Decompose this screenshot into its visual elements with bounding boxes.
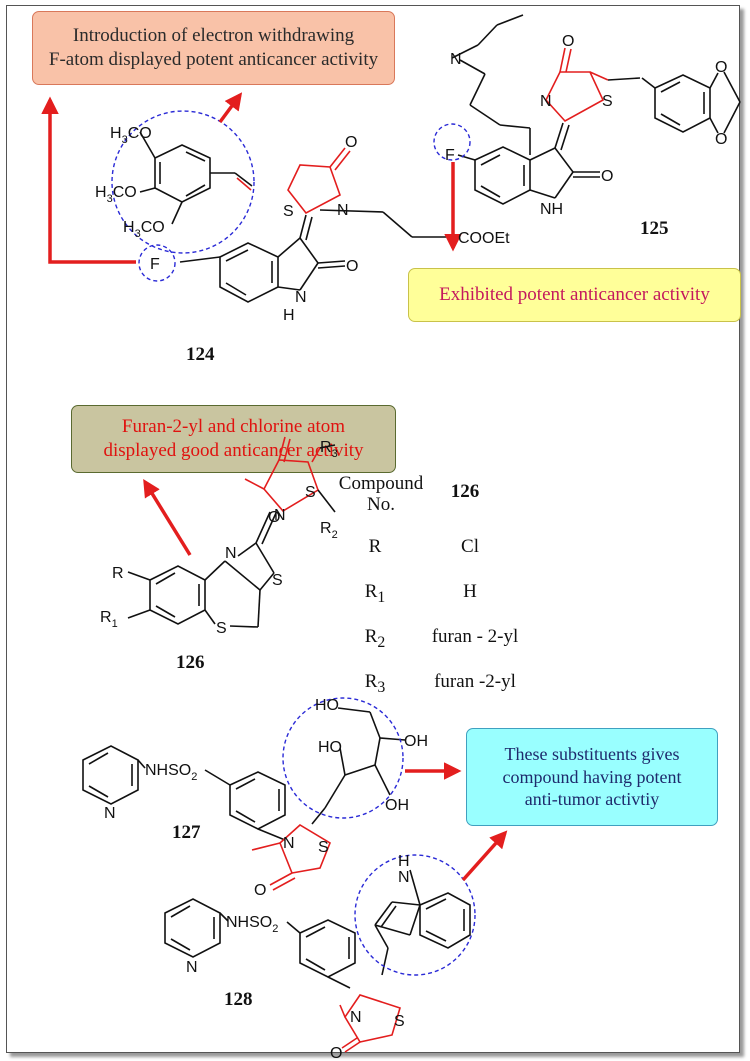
compound-126-structure	[127, 511, 277, 628]
label-127-oh-1: OH	[404, 733, 428, 750]
label-127-ho-1: HO	[315, 697, 339, 714]
label-126-oxo-oxygen: O	[268, 509, 280, 526]
label-126-ring-n: N	[274, 507, 286, 524]
compound-number-128: 128	[224, 989, 253, 1010]
dashed-circle-128-indole	[354, 854, 476, 976]
label-125-nitrogen: N	[540, 93, 552, 110]
compound-number-124: 124	[186, 344, 215, 365]
label-125-lactam-oxygen: O	[601, 168, 613, 185]
table-header-label: Compound No.	[338, 473, 424, 515]
arrow-124-fluoro-to-callout	[41, 96, 136, 264]
arrow-128-to-callout	[461, 830, 508, 882]
label-126-r: R	[112, 565, 124, 582]
dashed-circle-124-fluoro	[138, 244, 176, 282]
label-126-r2: R2	[320, 520, 338, 541]
label-124-fluorine: F	[150, 256, 160, 273]
compound-125-structure	[451, 14, 741, 205]
table-row-r-value: Cl	[461, 536, 479, 557]
label-127-nitrogen: N	[283, 835, 295, 852]
label-126-thiazole-s: S	[272, 572, 283, 589]
label-125-fluorine: F	[445, 147, 455, 164]
compound-124-thiazolidinone	[287, 147, 351, 215]
compound-125-thiazolidinone	[545, 47, 609, 123]
label-127-ho-2: HO	[318, 739, 342, 756]
compound-127-structure	[82, 707, 406, 841]
dashed-circle-124-methoxy	[111, 110, 255, 254]
compound-128-thiazolidinone	[339, 994, 401, 1053]
compound-128-structure	[164, 869, 471, 989]
compound-number-127: 127	[172, 822, 201, 843]
dashed-circle-125-fluoro	[433, 123, 471, 161]
label-124-nh: N	[295, 289, 307, 306]
label-124-nh-h: H	[283, 307, 295, 324]
label-125-oxo-oxygen: O	[562, 33, 574, 50]
label-128-indole-n: N	[398, 869, 410, 886]
table-row-r2-value: furan - 2-yl	[431, 626, 519, 647]
label-127-oxo-oxygen: O	[254, 882, 266, 899]
label-124-nitrogen: N	[337, 202, 349, 219]
label-126-r3: R3	[320, 439, 338, 460]
label-127-oh-2: OH	[385, 797, 409, 814]
figure-frame	[6, 5, 740, 1053]
callout-electron-withdrawing: Introduction of electron withdrawing F-a…	[32, 11, 395, 85]
compound-124-structure	[139, 131, 458, 303]
label-127-sulfur: S	[318, 839, 329, 856]
label-124-lactam-oxygen: O	[346, 258, 358, 275]
label-125-sulfur: S	[602, 93, 613, 110]
table-row-r1-symbol: R1	[364, 581, 386, 606]
label-128-nhso2: NHSO2	[226, 914, 278, 935]
label-124-h3co-3: H3CO	[123, 219, 165, 240]
label-126-ring-sulfur: S	[305, 484, 316, 501]
label-126-r1: R1	[100, 609, 118, 630]
callout-substituents: These substituents gives compound having…	[466, 728, 718, 826]
label-127-pyridine-n: N	[104, 805, 116, 822]
label-128-pyridine-n: N	[186, 959, 198, 976]
label-128-indole-h: H	[398, 853, 410, 870]
label-126-thiazole-n: N	[225, 545, 237, 562]
label-125-dioxole-o1: O	[715, 59, 727, 76]
label-124-cooet: COOEt	[458, 230, 510, 247]
table-row-r1-value: H	[463, 581, 477, 602]
table-header-value: 126	[450, 481, 480, 502]
dashed-circle-127-sugar	[282, 697, 404, 819]
label-125-amine-n: N	[450, 51, 462, 68]
label-124-oxo-oxygen: O	[345, 134, 357, 151]
label-128-nitrogen: N	[350, 1009, 362, 1026]
compound-126-thiazolidinone	[244, 436, 321, 513]
table-row-r3-symbol: R3	[364, 671, 386, 696]
callout-furan-chlorine: Furan-2-yl and chlorine atom displayed g…	[71, 405, 396, 473]
callout-arrows	[41, 92, 508, 882]
label-127-nhso2: NHSO2	[145, 762, 197, 783]
arrow-124-methoxy-to-callout	[218, 92, 243, 124]
arrow-126-to-callout	[143, 479, 192, 556]
label-124-h3co-2: H3CO	[95, 184, 137, 205]
table-row-r2-symbol: R2	[364, 626, 386, 651]
compound-number-126: 126	[176, 652, 205, 673]
label-126-thiopyran-s: S	[216, 620, 227, 637]
label-125-dioxole-o2: O	[715, 131, 727, 148]
compound-127-thiazolidinone	[251, 824, 331, 891]
label-124-sulfur: S	[283, 203, 294, 220]
compound-number-125: 125	[640, 218, 669, 239]
label-128-sulfur: S	[394, 1013, 405, 1030]
label-128-oxo-oxygen: O	[330, 1045, 342, 1061]
label-125-nh: NH	[540, 201, 563, 218]
table-row-r3-value: furan -2-yl	[434, 671, 516, 692]
label-124-h3co-1: H3CO	[110, 125, 152, 146]
callout-exhibited-activity: Exhibited potent anticancer activity	[408, 268, 741, 322]
table-row-r-symbol: R	[368, 536, 382, 557]
